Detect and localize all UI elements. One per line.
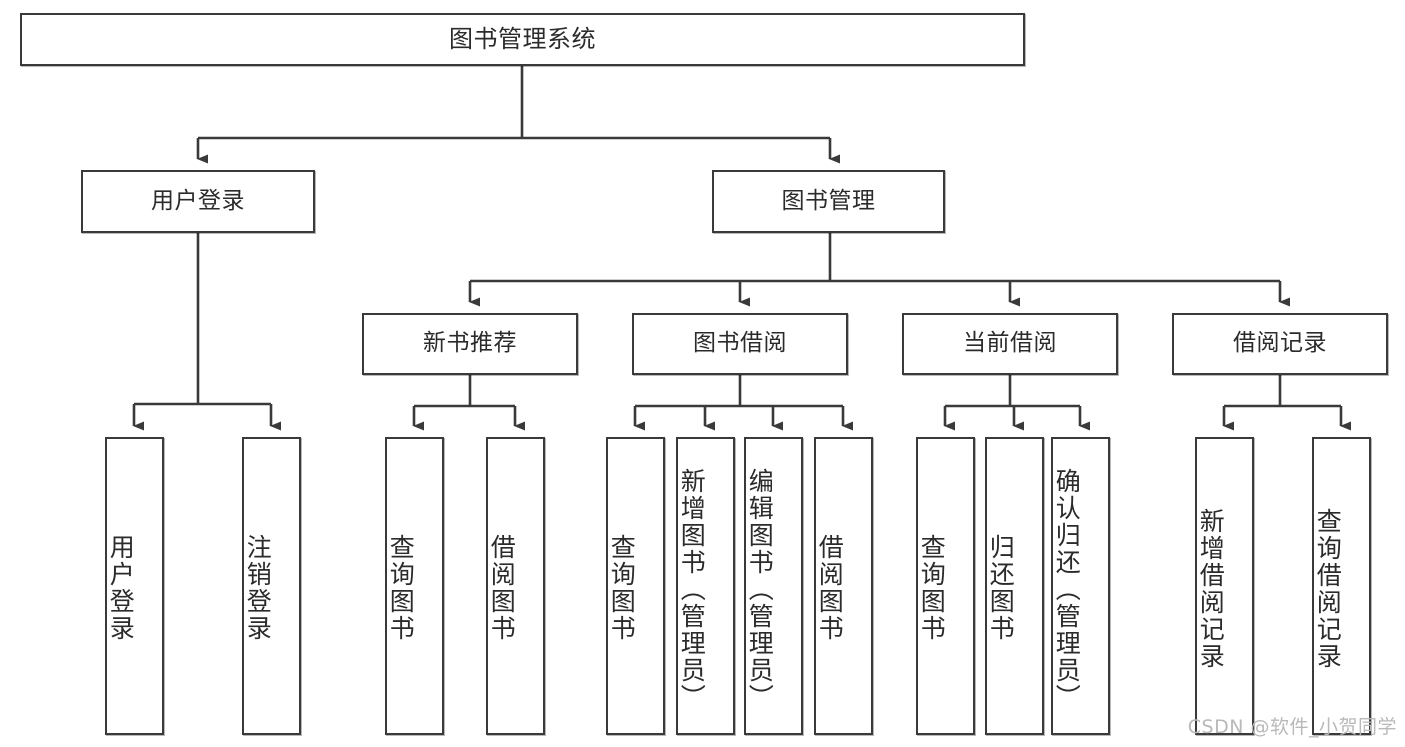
node-level2-1[interactable]: 图书管理 (712, 170, 945, 233)
node-leaf-12-label: 查询借阅记录 (1313, 508, 1343, 670)
node-leaf-12[interactable]: 查询借阅记录 (1312, 437, 1371, 735)
node-leaf-5[interactable]: 新增图书（管理员） (676, 437, 735, 735)
node-leaf-1[interactable]: 注销登录 (242, 437, 301, 735)
node-level2-0[interactable]: 用户登录 (81, 170, 315, 233)
node-leaf-3[interactable]: 借阅图书 (486, 437, 545, 735)
node-leaf-9[interactable]: 归还图书 (985, 437, 1044, 735)
node-level3-3-label: 借阅记录 (1233, 330, 1327, 357)
node-leaf-3-label: 借阅图书 (487, 534, 517, 642)
node-leaf-11[interactable]: 新增借阅记录 (1195, 437, 1254, 735)
node-leaf-5-label: 新增图书（管理员） (677, 467, 707, 711)
node-leaf-9-label: 归还图书 (986, 534, 1016, 642)
node-root[interactable]: 图书管理系统 (20, 13, 1025, 66)
node-leaf-0-label: 用户登录 (106, 534, 136, 642)
node-root-label: 图书管理系统 (449, 25, 596, 54)
node-leaf-10[interactable]: 确认归还（管理员） (1051, 437, 1110, 735)
node-leaf-7[interactable]: 借阅图书 (814, 437, 873, 735)
node-leaf-6[interactable]: 编辑图书（管理员） (744, 437, 803, 735)
node-level3-0[interactable]: 新书推荐 (362, 313, 578, 375)
node-level3-2[interactable]: 当前借阅 (902, 313, 1118, 375)
node-leaf-7-label: 借阅图书 (815, 534, 845, 642)
node-leaf-1-label: 注销登录 (243, 534, 273, 642)
node-leaf-6-label: 编辑图书（管理员） (745, 467, 775, 711)
node-level3-1[interactable]: 图书借阅 (632, 313, 848, 375)
node-level2-1-label: 图书管理 (781, 187, 876, 214)
node-level3-0-label: 新书推荐 (423, 330, 517, 357)
node-leaf-11-label: 新增借阅记录 (1196, 508, 1226, 670)
node-leaf-2[interactable]: 查询图书 (385, 437, 444, 735)
node-leaf-4-label: 查询图书 (607, 534, 637, 642)
node-level3-2-label: 当前借阅 (963, 330, 1057, 357)
node-leaf-4[interactable]: 查询图书 (606, 437, 665, 735)
node-leaf-2-label: 查询图书 (386, 534, 416, 642)
node-leaf-10-label: 确认归还（管理员） (1052, 467, 1082, 711)
node-leaf-8-label: 查询图书 (917, 534, 947, 642)
node-level2-0-label: 用户登录 (151, 187, 245, 214)
node-level3-3[interactable]: 借阅记录 (1172, 313, 1388, 375)
node-level3-1-label: 图书借阅 (693, 330, 787, 357)
node-leaf-8[interactable]: 查询图书 (916, 437, 975, 735)
node-leaf-0[interactable]: 用户登录 (105, 437, 164, 735)
